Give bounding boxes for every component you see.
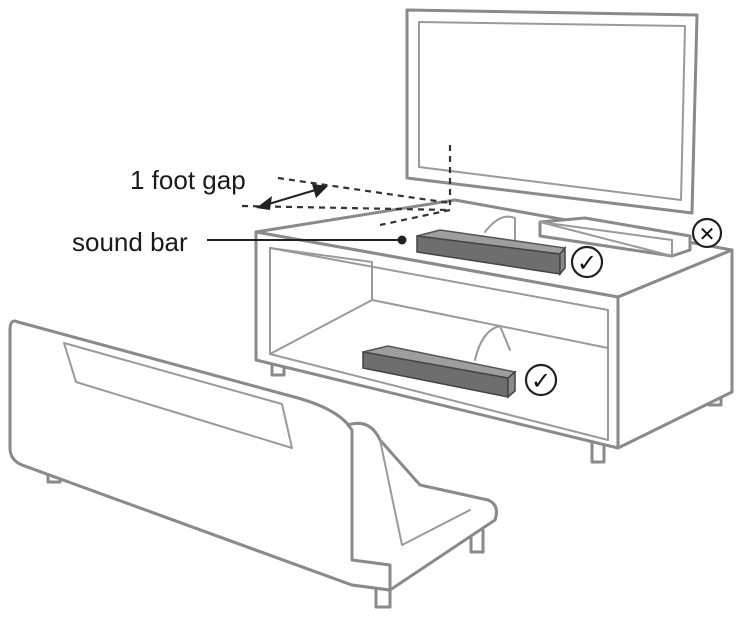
soundbar-incorrect-position: [538, 216, 692, 258]
cross-mark-back: ✕: [691, 217, 723, 249]
check-icon: ✓: [531, 367, 551, 395]
television: [405, 8, 699, 215]
gap-guides: [241, 145, 452, 227]
close-icon: ✕: [699, 222, 716, 246]
gap-label: 1 foot gap: [130, 165, 246, 195]
tv-stand: [254, 198, 734, 464]
sound-bar-leader: [207, 235, 407, 245]
check-mark-top: ✓: [570, 245, 604, 279]
sound-bar-label: sound bar: [72, 227, 188, 257]
soundbar-on-shelf: [362, 345, 517, 399]
gap-arrow: [256, 184, 328, 210]
soundbar-on-stand: [416, 229, 567, 277]
sofa: [8, 319, 498, 609]
check-icon: ✓: [577, 249, 597, 277]
check-mark-shelf: ✓: [524, 363, 558, 397]
